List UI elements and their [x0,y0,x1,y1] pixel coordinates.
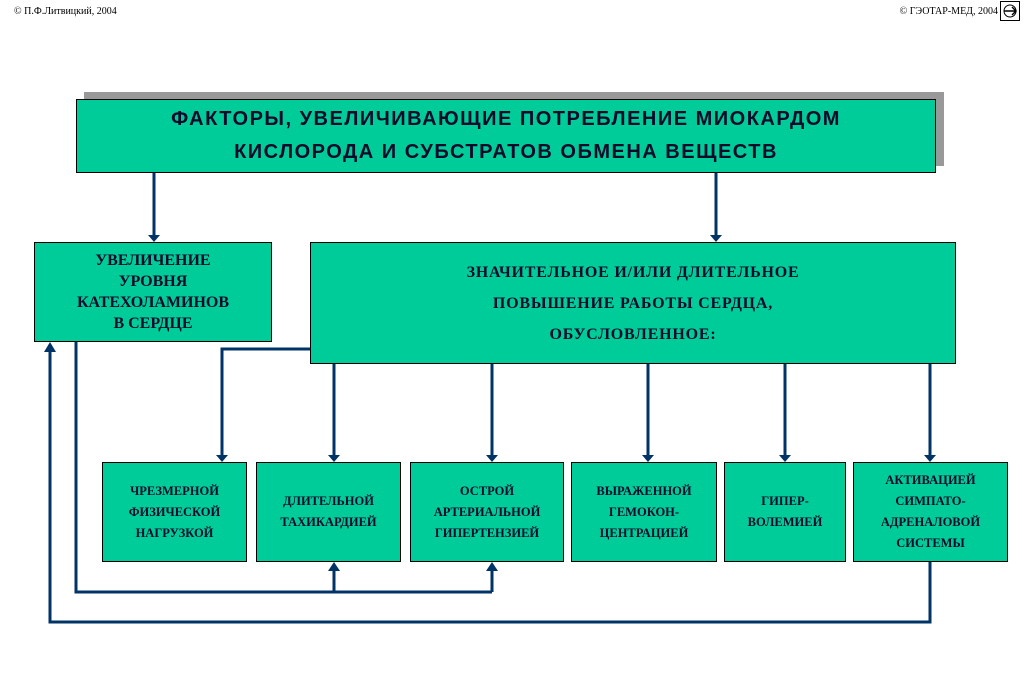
cause-label: ГИПЕР- ВОЛЕМИЕЙ [747,494,823,529]
cause-sympathoadrenal-box: АКТИВАЦИЕЙ СИМПАТО- АДРЕНАЛОВОЙ СИСТЕМЫ [853,462,1008,562]
cause-physical-load-box: ЧРЕЗМЕРНОЙ ФИЗИЧЕСКОЙ НАГРУЗКОЙ [102,462,247,562]
arrowhead [710,235,722,242]
diagram-title-box: ФАКТОРЫ, УВЕЛИЧИВАЮЩИЕ ПОТРЕБЛЕНИЕ МИОКА… [76,99,936,173]
arrow-sympathoadrenal-loop [48,350,932,624]
cause-label: ДЛИТЕЛЬНОЙ ТАХИКАРДИЕЙ [280,494,377,529]
cause-hypertension-box: ОСТРОЙ АРТЕРИАЛЬНОЙ ГИПЕРТЕНЗИЕЙ [410,462,564,562]
heart-work-label: ЗНАЧИТЕЛЬНОЕ И/ИЛИ ДЛИТЕЛЬНОЕ ПОВЫШЕНИЕ … [466,263,800,343]
diagram-title: ФАКТОРЫ, УВЕЛИЧИВАЮЩИЕ ПОТРЕБЛЕНИЕ МИОКА… [171,108,841,163]
copyright-right: © ГЭОТАР-МЕД, 2004 [899,6,998,17]
cause-label: ОСТРОЙ АРТЕРИАЛЬНОЙ ГИПЕРТЕНЗИЕЙ [433,483,541,540]
arrow-catecholamines-feedback [74,342,492,594]
arrowhead [924,455,936,462]
arrowhead [44,342,56,352]
arrowhead [328,455,340,462]
cause-hemoconcentration-box: ВЫРАЖЕННОЙ ГЕМОКОН- ЦЕНТРАЦИЕЙ [571,462,717,562]
arrowhead [148,235,160,242]
arrowhead [486,562,498,571]
cause-label: ВЫРАЖЕННОЙ ГЕМОКОН- ЦЕНТРАЦИЕЙ [596,483,692,540]
cause-hypervolemia-box: ГИПЕР- ВОЛЕМИЕЙ [724,462,846,562]
cause-label: АКТИВАЦИЕЙ СИМПАТО- АДРЕНАЛОВОЙ СИСТЕМЫ [880,473,981,550]
arrow-work-to-physical-load [220,347,310,456]
cause-tachycardia-box: ДЛИТЕЛЬНОЙ ТАХИКАРДИЕЙ [256,462,401,562]
arrowhead [642,455,654,462]
arrowhead [328,562,340,571]
cause-label: ЧРЕЗМЕРНОЙ ФИЗИЧЕСКОЙ НАГРУЗКОЙ [128,483,221,540]
heart-work-box: ЗНАЧИТЕЛЬНОЕ И/ИЛИ ДЛИТЕЛЬНОЕ ПОВЫШЕНИЕ … [310,242,956,364]
arrowhead [216,455,228,462]
arrowhead [486,455,498,462]
publisher-logo-icon [1000,1,1020,21]
catecholamine-box: УВЕЛИЧЕНИЕ УРОВНЯ КАТЕХОЛАМИНОВ В СЕРДЦЕ [34,242,272,342]
catecholamine-label: УВЕЛИЧЕНИЕ УРОВНЯ КАТЕХОЛАМИНОВ В СЕРДЦЕ [76,252,230,332]
arrowhead [779,455,791,462]
copyright-left: © П.Ф.Литвицкий, 2004 [14,6,117,17]
